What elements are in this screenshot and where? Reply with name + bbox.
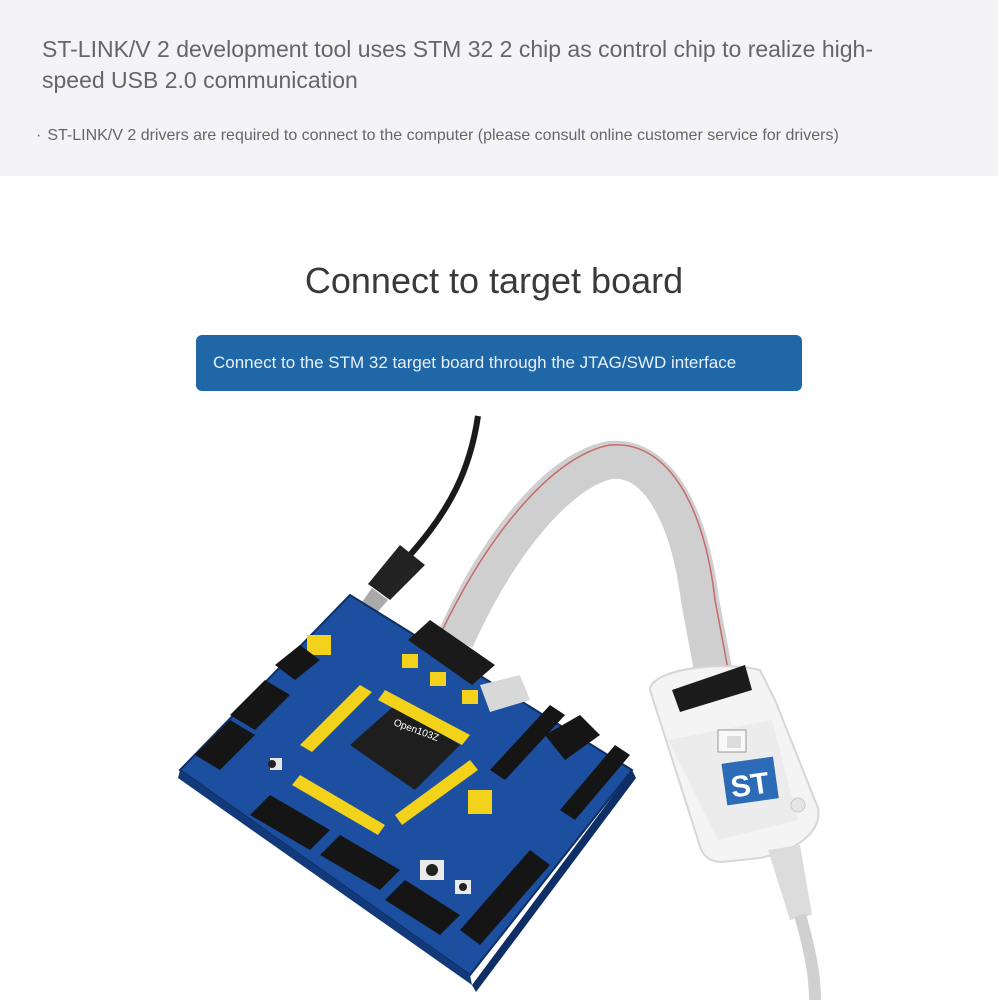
driver-note: · ST-LINK/V 2 drivers are required to con… [36,126,966,146]
product-photo: Open103Z ST [178,415,821,1000]
driver-note-text: ST-LINK/V 2 drivers are required to conn… [47,127,839,144]
mcu-chip [350,705,460,790]
info-panel: ST-LINK/V 2 development tool uses STM 32… [0,0,998,176]
dev-board [178,593,634,977]
adapter-ribbon-connector [672,665,752,712]
ribbon-cable [437,440,734,684]
usb-plug [768,845,812,920]
usb-cable [794,913,821,1000]
section-title: Connect to target board [304,260,684,301]
interface-banner: Connect to the STM 32 target board throu… [196,335,802,391]
jtag-header [408,620,495,685]
power-cable [407,415,481,557]
power-plug [368,545,425,600]
headline-text: ST-LINK/V 2 development tool uses STM 32… [42,36,873,93]
bullet-dot: · [36,127,42,144]
st-logo: ST [729,767,772,805]
